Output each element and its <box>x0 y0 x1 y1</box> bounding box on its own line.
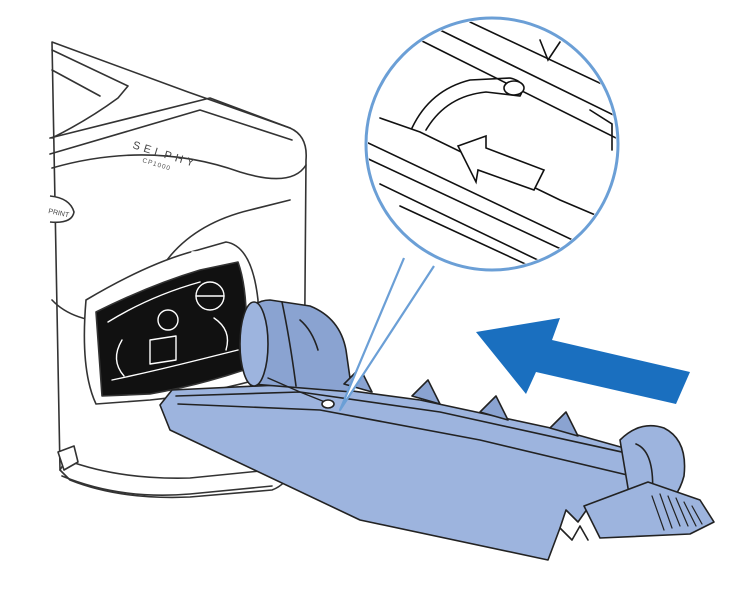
print-button: PRINT <box>48 195 75 224</box>
ink-cassette <box>159 299 715 561</box>
arrow-left-icon <box>476 318 690 404</box>
magnifier-callout <box>338 16 620 412</box>
print-button-label: PRINT <box>48 208 71 219</box>
cassette-slot <box>83 241 259 405</box>
grip-ridges <box>651 493 703 531</box>
